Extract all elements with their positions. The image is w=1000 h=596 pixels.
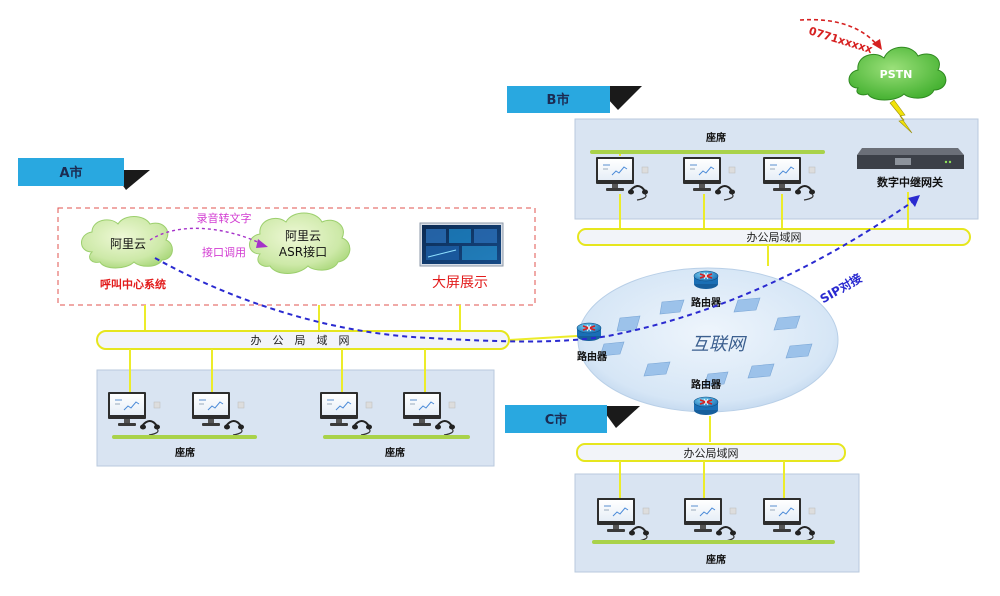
- aliyun-label: 阿里云: [110, 237, 146, 251]
- api-call-label: 接口调用: [202, 246, 246, 259]
- b-lan-label: 办公局域网: [747, 231, 802, 244]
- phone-number: 0771xxxxx: [807, 24, 874, 56]
- digital-trunk-gateway: [857, 148, 964, 169]
- c-seat-bar: [592, 540, 835, 544]
- call-center-label: 呼叫中心系统: [100, 277, 166, 291]
- pstn-cloud: [848, 46, 947, 101]
- c-seats-label: 座席: [705, 553, 726, 566]
- call-center-box: [57, 207, 536, 306]
- c-city-label: C市: [545, 412, 568, 428]
- a-seats-left-label: 座席: [174, 446, 195, 459]
- a-seat-bar-left: [112, 435, 257, 439]
- asr-dashed-arrow: [149, 227, 263, 245]
- a-seat-bar-right: [323, 435, 470, 439]
- router-top-label: 路由器: [691, 296, 722, 309]
- router-bottom-icon: [693, 396, 719, 416]
- internet-label: 互联网: [691, 334, 747, 355]
- big-screen-label: 大屏展示: [432, 275, 488, 291]
- recording-to-text-label: 录音转文字: [197, 211, 252, 225]
- asr-cloud: [249, 212, 351, 274]
- a-lan-label: 办 公 局 域 网: [251, 334, 350, 347]
- b-seat-bar: [590, 150, 825, 154]
- pstn-label: PSTN: [880, 68, 913, 81]
- b-city-tab: B市: [507, 86, 642, 113]
- a-city-label: A市: [59, 165, 82, 181]
- big-screen-display: [419, 222, 504, 267]
- sip-label: SIP对接: [817, 270, 864, 306]
- c-city-tab: C市: [505, 405, 640, 433]
- lightning-icon: [889, 99, 913, 134]
- internet-cloud: [577, 267, 839, 413]
- a-seats-right-label: 座席: [384, 446, 405, 459]
- b-seats-label: 座席: [705, 131, 726, 144]
- a-city-tab: A市: [18, 158, 150, 190]
- c-lan-label: 办公局域网: [684, 447, 739, 460]
- router-bottom-label: 路由器: [691, 378, 722, 391]
- phone-call-arrow: [799, 18, 879, 47]
- gateway-label: 数字中继网关: [877, 175, 943, 189]
- router-top-icon: [693, 270, 719, 290]
- b-lan-bar: [577, 228, 971, 246]
- router-left-label: 路由器: [577, 350, 608, 363]
- asr-label-line1: 阿里云: [285, 229, 321, 243]
- b-city-label: B市: [547, 92, 570, 108]
- asr-label-line2: ASR接口: [279, 244, 327, 259]
- router-left-icon: [576, 322, 602, 342]
- c-lan-bar: [576, 443, 846, 462]
- aliyun-cloud: [81, 216, 173, 269]
